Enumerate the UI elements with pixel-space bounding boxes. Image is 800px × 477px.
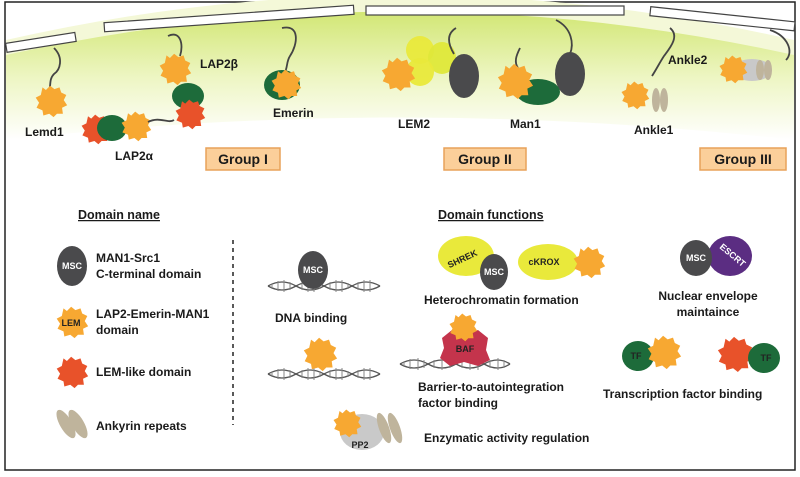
- lem-icon: [647, 335, 682, 370]
- svg-text:domain: domain: [96, 323, 139, 337]
- protein-lem2: LEM2: [381, 27, 479, 131]
- svg-text:MSC: MSC: [62, 261, 83, 271]
- lemlike-icon: [56, 356, 89, 389]
- heterochromatin-complex: SHREK MSC cKROX Heterochromatin formatio…: [424, 236, 606, 307]
- msc-icon: [298, 251, 328, 289]
- function-baf-1: Barrier-to-autointegration: [418, 380, 564, 394]
- baf-complex: BAF Barrier-to-autointegration factor bi…: [399, 313, 564, 410]
- pp2-complex: PP2 Enzymatic activity regulation: [333, 409, 589, 450]
- dna-helix-1: MSC DNA binding: [267, 251, 381, 325]
- label-lap2a: LAP2α: [115, 149, 154, 163]
- function-tf-binding: Transcription factor binding: [603, 387, 762, 401]
- legend-ankyrin: Ankyrin repeats: [56, 409, 187, 439]
- svg-text:cKROX: cKROX: [528, 257, 559, 267]
- legend-lem: LEM LAP2-Emerin-MAN1 domain: [56, 306, 210, 339]
- svg-text:BAF: BAF: [456, 344, 475, 354]
- protein-lap2a: LAP2α: [81, 111, 175, 163]
- svg-text:Group II: Group II: [458, 151, 512, 167]
- lem-icon: [303, 337, 338, 372]
- svg-text:TF: TF: [631, 351, 642, 361]
- label-ankle2: Ankle2: [668, 53, 708, 67]
- group-box-2: Group II: [443, 147, 527, 171]
- svg-text:LAP2-Emerin-MAN1: LAP2-Emerin-MAN1: [96, 307, 210, 321]
- lemlike-icon: [717, 336, 754, 373]
- protein-lemd1: Lemd1: [25, 47, 68, 139]
- tf-complex: TF TF Transcription factor binding: [603, 335, 780, 401]
- label-lap2b: LAP2β: [200, 57, 238, 71]
- label-man1: Man1: [510, 117, 541, 131]
- msc-icon: [57, 246, 87, 286]
- svg-text:MSC: MSC: [686, 253, 707, 263]
- group-box-1: Group I: [205, 147, 281, 171]
- protein-emerin: Emerin: [264, 26, 314, 120]
- protein-ankle2: Ankle2: [668, 29, 791, 84]
- legend-lemlike: LEM-like domain: [56, 356, 191, 389]
- svg-text:LEM-like domain: LEM-like domain: [96, 365, 191, 379]
- function-enzymatic: Enzymatic activity regulation: [424, 431, 589, 445]
- function-dna-binding: DNA binding: [275, 311, 347, 325]
- protein-man1: Man1: [497, 19, 585, 131]
- svg-text:PP2: PP2: [351, 440, 368, 450]
- msc-icon: [480, 254, 508, 290]
- label-ankle1: Ankle1: [634, 123, 674, 137]
- svg-text:maintaince: maintaince: [677, 305, 740, 319]
- label-lemd1: Lemd1: [25, 125, 64, 139]
- svg-text:Ankyrin repeats: Ankyrin repeats: [96, 419, 187, 433]
- svg-text:LEM: LEM: [62, 318, 81, 328]
- ankyrin-icon: [56, 409, 76, 439]
- lem-icon: [573, 246, 606, 279]
- group-box-3: Group III: [699, 147, 787, 171]
- protein-lap2b: LAP2β: [159, 33, 238, 130]
- svg-text:Nuclear envelope: Nuclear envelope: [658, 289, 758, 303]
- svg-text:C-terminal domain: C-terminal domain: [96, 267, 201, 281]
- header-domain-functions: Domain functions: [438, 208, 544, 222]
- function-baf-2: factor binding: [418, 396, 498, 410]
- escrt-complex: ESCRT MSC Nuclear envelope maintaince: [658, 236, 758, 319]
- legend-msc: MSC MAN1-Src1 C-terminal domain: [57, 246, 201, 286]
- header-domain-name: Domain name: [78, 208, 160, 222]
- svg-text:MSC: MSC: [303, 265, 324, 275]
- protein-ankle1: Ankle1: [621, 27, 676, 137]
- lem-icon: [333, 409, 362, 438]
- svg-text:MAN1-Src1: MAN1-Src1: [96, 251, 160, 265]
- svg-text:TF: TF: [761, 353, 772, 363]
- label-lem2: LEM2: [398, 117, 430, 131]
- svg-text:Group III: Group III: [714, 151, 772, 167]
- label-emerin: Emerin: [273, 106, 314, 120]
- svg-text:MSC: MSC: [484, 267, 505, 277]
- function-heterochromatin: Heterochromatin formation: [424, 293, 579, 307]
- svg-text:Group I: Group I: [218, 151, 268, 167]
- dna-helix-2: [267, 337, 381, 380]
- msc-icon: [680, 240, 712, 276]
